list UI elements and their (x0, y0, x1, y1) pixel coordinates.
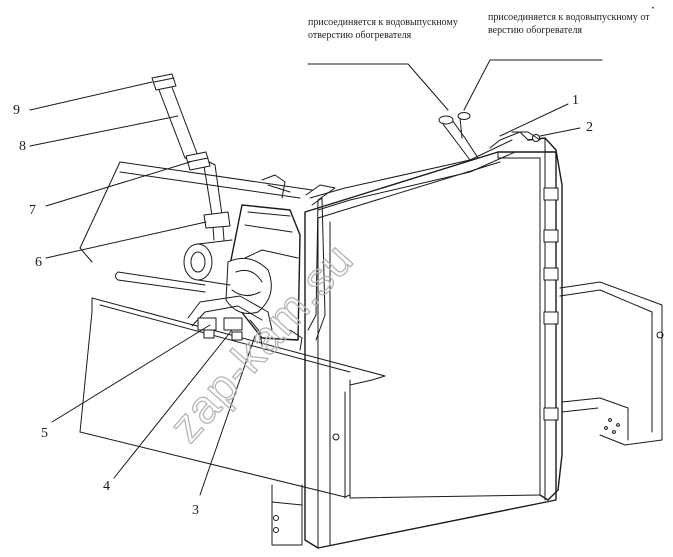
leader-lines (29, 59, 603, 496)
frame-rail-upper (79, 161, 313, 293)
callout-6: 6 (35, 255, 42, 270)
lower-mount-bracket (271, 484, 303, 546)
callout-9: 9 (13, 103, 20, 118)
callout-3: 3 (192, 503, 199, 518)
callout-8: 8 (19, 139, 26, 154)
upper-coolant-pipe (309, 112, 541, 211)
frame-cross-member (559, 281, 664, 446)
vertical-hose-left (151, 73, 231, 241)
callout-labels: 1 2 3 4 5 6 7 8 9 (13, 93, 593, 518)
annotation-right-line1: присоединяется к водовыпускному от (488, 12, 650, 23)
annotation-notes: присоединяется к водовыпускному отверсти… (308, 12, 650, 41)
corner-mark: • (652, 6, 654, 12)
annotation-left-line2: отверстию обогревателя (308, 30, 412, 41)
callout-7: 7 (29, 203, 36, 218)
annotation-left-line1: присоединяется к водовыпускному (308, 17, 458, 28)
radiator-core (304, 151, 557, 549)
lower-pipe-cluster (187, 295, 273, 347)
callout-1: 1 (572, 93, 579, 108)
callout-5: 5 (41, 426, 48, 441)
annotation-right-line2: верстию обогревателя (488, 25, 582, 36)
radiator-side-tank (527, 137, 563, 501)
pump-housing (183, 174, 301, 341)
connecting-hose-right (289, 184, 336, 351)
callout-4: 4 (103, 479, 110, 494)
callout-2: 2 (586, 120, 593, 135)
